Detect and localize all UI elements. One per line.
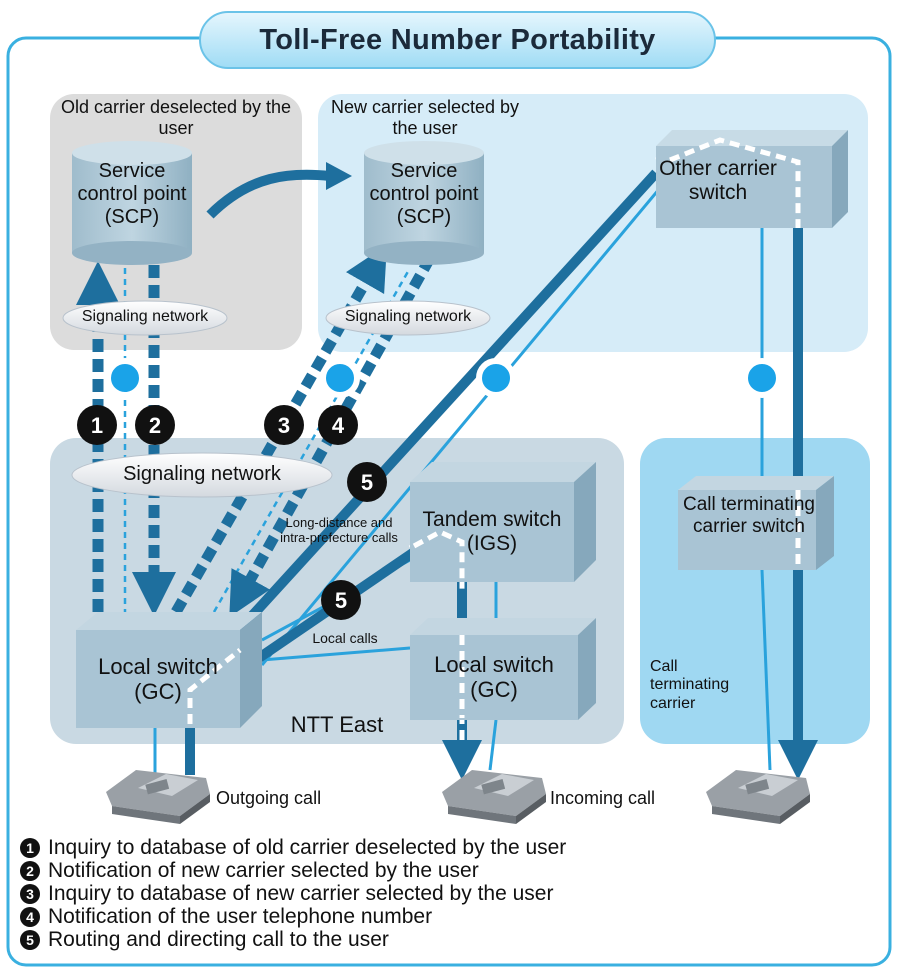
overlay-dash-other — [669, 137, 801, 228]
legend-item: 5 Routing and directing call to the user — [20, 928, 880, 951]
old-scp-cylinder — [72, 141, 192, 265]
step-badge-4-text: 4 — [332, 413, 345, 438]
scp-transfer-arrow-head — [326, 162, 352, 190]
trunk-line-gc-to-gc — [261, 646, 411, 662]
new-signaling-ellipse — [325, 300, 491, 336]
old-scp-label: Service control point (SCP) — [77, 160, 187, 228]
local-calls-label: Local calls — [312, 630, 378, 646]
junction-dot — [742, 358, 782, 398]
phone-icon-incoming — [442, 770, 546, 824]
step-badge-3-text: 3 — [278, 413, 290, 438]
overlay-dash-origin — [187, 648, 242, 724]
new-carrier-label: New carrier selected by the user — [330, 97, 520, 138]
step-badge-5a — [347, 462, 387, 502]
phone-icon-outgoing — [106, 770, 210, 824]
old-carrier-label: Old carrier deselected by the user — [60, 97, 292, 138]
local-switch-dest-label: Local switch (GC) — [434, 652, 554, 703]
step-badge-5b-text: 5 — [335, 588, 347, 613]
call-path-gc-to-other — [226, 169, 660, 644]
step-badge-5b — [321, 580, 361, 620]
legend-number: 1 — [20, 837, 40, 858]
legend-number: 3 — [20, 883, 40, 904]
local-switch-dest-box — [410, 618, 596, 720]
trunk-line-gc-down — [488, 719, 498, 771]
other-carrier-switch-box — [656, 130, 848, 228]
local-switch-origin-box — [76, 612, 262, 728]
junction-dot — [320, 358, 360, 398]
other-carrier-switch-label: Other carrier switch — [659, 157, 777, 205]
new-scp-label: Service control point (SCP) — [369, 160, 479, 228]
outgoing-call-label: Outgoing call — [216, 788, 322, 808]
terminating-switch-box — [678, 476, 834, 570]
legend: 1 Inquiry to database of old carrier des… — [20, 836, 880, 951]
step-badge-2 — [135, 405, 175, 445]
phone-icon-terminating — [706, 770, 810, 824]
legend-text: Notification of the user telephone numbe… — [48, 904, 433, 928]
terminating-carrier-label: Call terminating carrier — [650, 658, 730, 712]
ntt-signaling-label: Signaling network — [123, 463, 281, 485]
legend-item: 1 Inquiry to database of old carrier des… — [20, 836, 880, 859]
legend-item: 4 Notification of the user telephone num… — [20, 905, 880, 928]
step-badges: 1 2 3 4 5 5 — [77, 405, 387, 620]
legend-item: 3 Inquiry to database of new carrier sel… — [20, 882, 880, 905]
junction-dot — [105, 358, 145, 398]
new-signaling-label: Signaling network — [344, 308, 472, 325]
trunk-line-term-to-phone — [760, 569, 772, 771]
new-scp-cylinder — [364, 141, 484, 265]
step-badge-4 — [318, 405, 358, 445]
step-badge-1 — [77, 405, 117, 445]
tandem-switch-label: Tandem switch (IGS) — [422, 508, 562, 556]
step-badge-3 — [264, 405, 304, 445]
title-pill — [199, 11, 716, 69]
tandem-switch-box — [410, 462, 596, 582]
legend-text: Notification of new carrier selected by … — [48, 858, 479, 882]
legend-text: Routing and directing call to the user — [48, 927, 389, 951]
ntt-signaling-ellipse — [71, 452, 333, 498]
legend-text: Inquiry to database of new carrier selec… — [48, 881, 554, 905]
legend-text: Inquiry to database of old carrier desel… — [48, 835, 567, 859]
page-title: Toll-Free Number Portability — [259, 23, 656, 56]
legend-item: 2 Notification of new carrier selected b… — [20, 859, 880, 882]
terminating-switch-label: Call terminating carrier switch — [683, 494, 815, 537]
long-distance-label: Long-distance and intra-prefecture calls — [280, 515, 398, 545]
old-signaling-ellipse — [62, 300, 228, 336]
step-badge-2-text: 2 — [149, 413, 161, 438]
overlay-dash-tandem — [412, 529, 465, 582]
local-switch-origin-label: Local switch (GC) — [98, 654, 218, 705]
legend-number: 4 — [20, 906, 40, 927]
old-signaling-label: Signaling network — [81, 308, 209, 325]
incoming-call-label: Incoming call — [550, 788, 656, 808]
ntt-east-label: NTT East — [290, 712, 384, 737]
junction-dot — [476, 358, 516, 398]
scp-transfer-arrow — [206, 169, 331, 219]
legend-number: 5 — [20, 929, 40, 950]
step-badge-1-text: 1 — [91, 413, 103, 438]
step-badge-5a-text: 5 — [361, 470, 373, 495]
legend-number: 2 — [20, 860, 40, 881]
